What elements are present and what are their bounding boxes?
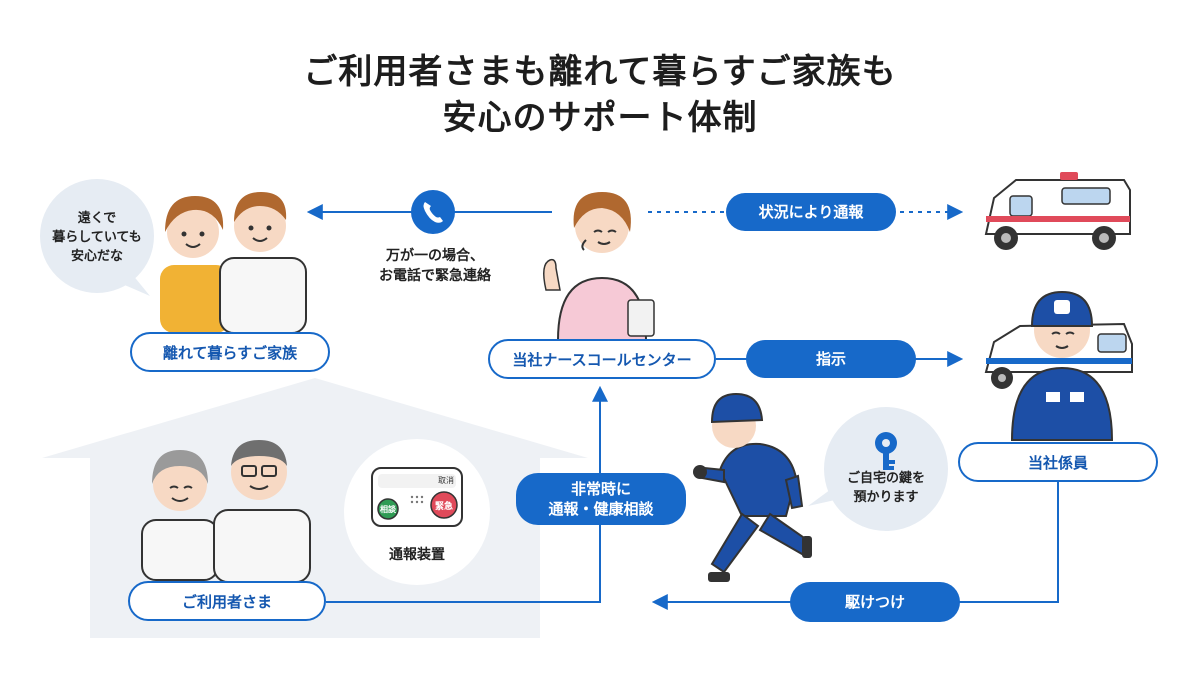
title-line-1: ご利用者さまも離れて暮らすご家族も [303, 52, 897, 92]
device-left-button-label: 相談 [380, 505, 396, 514]
device-corner-label: 取消 [438, 476, 454, 485]
node-nurse-center: 当社ナースコールセンター [488, 339, 716, 379]
staff-illustration [1010, 290, 1114, 441]
ambulance-icon [984, 172, 1131, 250]
phone-icon [411, 190, 455, 234]
node-users: ご利用者さま [128, 581, 326, 621]
staff-to-users-line [651, 482, 1059, 610]
node-staff: 当社係員 [958, 442, 1158, 482]
edge-situation-report: 状況により通報 [726, 193, 896, 231]
users-to-center-line [326, 385, 608, 603]
family-woman-illustration [160, 196, 230, 333]
key-speech-bubble [808, 407, 948, 531]
title-line-2: 安心のサポート体制 [442, 98, 758, 138]
edge-emergency: 非常時に 通報・健康相談 [516, 473, 686, 525]
family-speech-bubble [40, 179, 154, 296]
edge-instruction: 指示 [746, 340, 916, 378]
edge-rush: 駆けつけ [790, 582, 960, 622]
elderly-man-illustration [213, 440, 311, 583]
device-right-button-label: 緊急 [434, 502, 453, 512]
family-man-illustration [219, 192, 307, 334]
alarm-device-icon [371, 467, 463, 527]
node-family: 離れて暮らすご家族 [130, 332, 330, 372]
device-caption: 通報装置 [389, 547, 445, 563]
elderly-woman-illustration [141, 450, 219, 581]
family-speech-text: 遠くで 暮らしていても 安心だな [52, 211, 142, 264]
phone-caption: 万が一の場合、 お電話で緊急連絡 [379, 248, 491, 285]
key-icon [875, 432, 897, 470]
running-staff-illustration [693, 392, 812, 582]
nurse-illustration [543, 192, 655, 341]
key-speech-text: ご自宅の鍵を 預かります [846, 471, 925, 505]
